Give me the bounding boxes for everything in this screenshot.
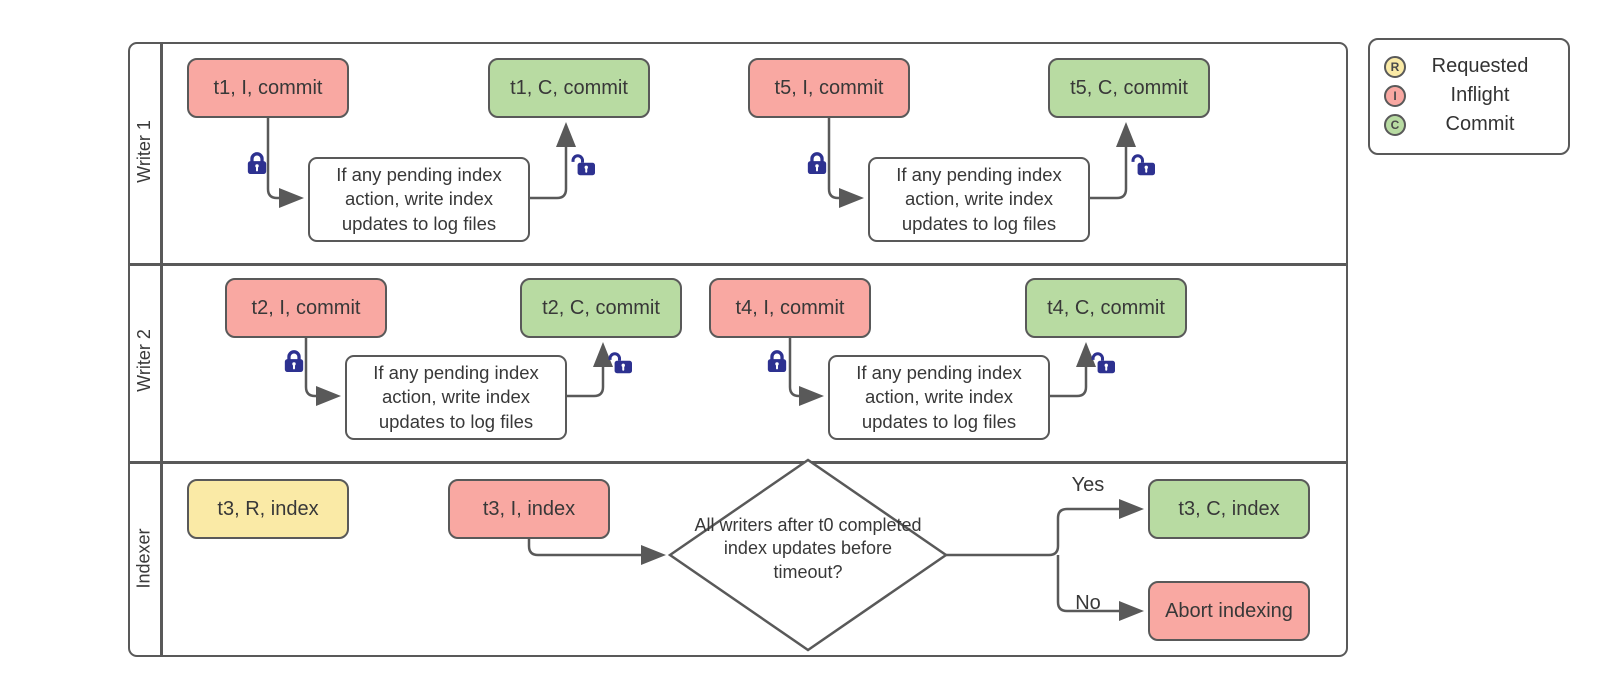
inflight-state-icon: I xyxy=(1384,84,1406,107)
commit-state-icon: C xyxy=(1384,113,1406,136)
legend-item-inflight: I Inflight xyxy=(1384,81,1554,110)
node-t4-inflight: t4, I, commit xyxy=(709,278,871,338)
process-box-t1: If any pending index action, write index… xyxy=(308,157,530,242)
lock-closed-icon xyxy=(283,348,305,374)
node-t5-inflight: t5, I, commit xyxy=(748,58,910,118)
lock-open-icon xyxy=(569,152,596,177)
legend-item-requested: R Requested xyxy=(1384,52,1554,81)
lane-divider-2 xyxy=(130,461,1346,464)
process-box-t2: If any pending index action, write index… xyxy=(345,355,567,440)
node-t5-commit: t5, C, commit xyxy=(1048,58,1210,118)
lane-label-writer-2: Writer 2 xyxy=(133,328,154,392)
arrow-t4-to-process xyxy=(788,338,824,406)
arrow-process-to-t1-commit xyxy=(530,122,576,200)
lane-divider-1 xyxy=(130,263,1346,266)
arrow-decision-yes xyxy=(946,499,1144,557)
decision-label: All writers after t0 completed index upd… xyxy=(694,515,922,582)
node-t4-commit: t4, C, commit xyxy=(1025,278,1187,338)
arrow-process-to-t4-commit xyxy=(1050,342,1096,398)
edge-label-no: No xyxy=(1075,592,1101,614)
arrow-decision-no xyxy=(1056,555,1144,621)
lane-label-writer-1: Writer 1 xyxy=(133,120,154,183)
arrow-process-to-t2-commit xyxy=(567,342,613,398)
lock-closed-icon xyxy=(246,150,268,176)
edge-label-yes: Yes xyxy=(1071,474,1105,496)
lock-closed-icon xyxy=(806,150,828,176)
arrow-t2-to-process xyxy=(304,338,341,406)
lock-closed-icon xyxy=(766,348,788,374)
process-box-t4: If any pending index action, write index… xyxy=(828,355,1050,440)
node-t3-commit: t3, C, index xyxy=(1148,479,1310,539)
node-abort-indexing: Abort indexing xyxy=(1148,581,1310,641)
requested-state-icon: R xyxy=(1384,55,1406,78)
decision-shape xyxy=(667,458,949,652)
lock-open-icon xyxy=(606,350,633,375)
node-t2-inflight: t2, I, commit xyxy=(225,278,387,338)
lock-open-icon xyxy=(1129,152,1156,177)
node-t1-inflight: t1, I, commit xyxy=(187,58,349,118)
legend: R Requested I Inflight C Commit xyxy=(1368,38,1570,155)
swimlane-pool xyxy=(128,42,1348,657)
arrow-t3-to-decision xyxy=(527,539,666,565)
legend-label: Inflight xyxy=(1450,84,1510,106)
legend-label: Commit xyxy=(1445,113,1515,135)
arrow-process-to-t5-commit xyxy=(1090,122,1136,200)
node-t3-requested: t3, R, index xyxy=(187,479,349,539)
node-t2-commit: t2, C, commit xyxy=(520,278,682,338)
node-t3-inflight: t3, I, index xyxy=(448,479,610,539)
process-box-t5: If any pending index action, write index… xyxy=(868,157,1090,242)
decision-diamond xyxy=(667,458,949,652)
node-t1-commit: t1, C, commit xyxy=(488,58,650,118)
lane-header-divider xyxy=(160,44,163,655)
legend-item-commit: C Commit xyxy=(1384,110,1554,139)
legend-label: Requested xyxy=(1431,55,1529,77)
lane-label-indexer: Indexer xyxy=(133,527,154,589)
arrow-t1-to-process xyxy=(266,118,304,208)
arrow-t5-to-process xyxy=(827,118,864,208)
lock-open-icon xyxy=(1089,350,1116,375)
